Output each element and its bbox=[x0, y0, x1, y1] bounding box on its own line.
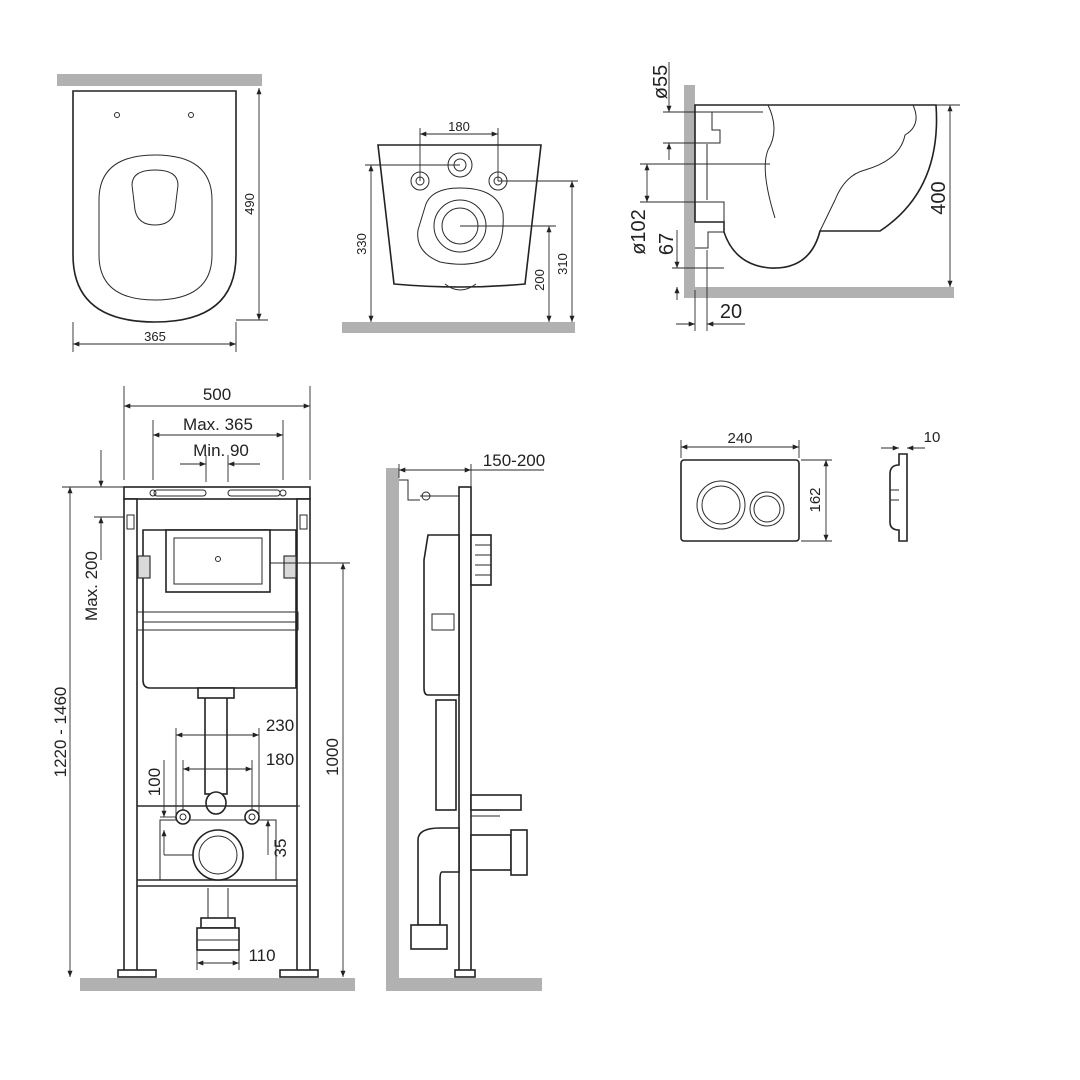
plate-thickness-label: 10 bbox=[924, 429, 941, 446]
frame-width-label: 500 bbox=[203, 385, 231, 404]
seat-hole-right bbox=[188, 112, 194, 118]
seat-hole-left bbox=[114, 112, 120, 118]
wall-hatch bbox=[386, 468, 399, 980]
bowl-outline bbox=[72, 90, 237, 323]
inner-contour-2 bbox=[819, 104, 917, 232]
height-label: 330 bbox=[354, 233, 369, 255]
outlet-diameter-label: ø102 bbox=[628, 209, 650, 255]
width-label: 365 bbox=[144, 329, 166, 344]
total-height-label: 1220 - 1460 bbox=[51, 687, 70, 778]
side-cistern bbox=[423, 534, 460, 696]
inner-contour-1 bbox=[764, 104, 776, 219]
wall-gap-label: 20 bbox=[720, 301, 742, 323]
left-foot bbox=[117, 969, 157, 978]
floor-hatch bbox=[342, 322, 575, 333]
right-upright bbox=[296, 498, 311, 975]
side-upright bbox=[458, 486, 472, 976]
inlet-height-label: 310 bbox=[555, 253, 570, 275]
min-bolt-spacing-label: Min. 90 bbox=[193, 441, 249, 460]
inner-bowl bbox=[131, 169, 179, 226]
outlet-height-label: 200 bbox=[532, 269, 547, 291]
frame-depth-label: 150-200 bbox=[483, 451, 545, 470]
outlet-offset-label: 67 bbox=[656, 233, 678, 255]
plate-width-label: 240 bbox=[727, 430, 752, 447]
wall-hatch bbox=[684, 85, 695, 298]
flush-button-large bbox=[696, 480, 746, 530]
floor-hatch bbox=[684, 287, 954, 298]
floor-hatch bbox=[386, 978, 542, 991]
mount-height-label: 1000 bbox=[323, 738, 342, 776]
max-bolt-spacing-label: Max. 365 bbox=[183, 415, 253, 434]
side-outlet-bend bbox=[417, 827, 460, 926]
plate-profile bbox=[889, 453, 908, 542]
plate-height-label: 162 bbox=[807, 487, 824, 512]
bowl-rear-view: 180 330 200 310 bbox=[342, 119, 578, 333]
bolt-right bbox=[244, 809, 260, 825]
top-rail bbox=[123, 486, 311, 500]
foot-width-label: 110 bbox=[248, 946, 275, 965]
outlet-offset-label: 35 bbox=[271, 839, 290, 858]
bowl-side-outline bbox=[694, 104, 938, 269]
bolt-height-label: 100 bbox=[145, 768, 164, 796]
downpipe bbox=[204, 693, 228, 795]
rear-foot bbox=[444, 283, 477, 291]
flush-button-small bbox=[749, 491, 785, 527]
seat-opening bbox=[98, 154, 213, 301]
bolt-outer-label: 230 bbox=[266, 716, 294, 735]
inlet-diameter-label: ø55 bbox=[650, 65, 672, 99]
side-downpipe bbox=[435, 699, 457, 811]
bolt-spacing-label: 180 bbox=[448, 119, 470, 134]
frame-side-view: 150-200 bbox=[386, 451, 545, 991]
depth-label: 490 bbox=[242, 193, 257, 215]
bowl-height-label: 400 bbox=[928, 181, 950, 214]
floor-hatch bbox=[80, 978, 355, 991]
bolt-left bbox=[175, 809, 191, 825]
bowl-top-view: 365 490 bbox=[57, 74, 268, 352]
frame-front-view: 500 Max. 365 Min. 90 Max. 200 1220 - 146… bbox=[51, 385, 355, 991]
flush-plate: 240 162 10 bbox=[680, 429, 941, 542]
max-adjust-label: Max. 200 bbox=[82, 551, 101, 621]
right-foot bbox=[279, 969, 319, 978]
outlet-front bbox=[192, 829, 244, 881]
rear-outline bbox=[377, 144, 542, 288]
left-upright bbox=[123, 498, 138, 975]
wall-hatch bbox=[57, 74, 262, 86]
bowl-side-view: ø55 ø102 67 20 400 bbox=[628, 62, 960, 331]
rear-recess bbox=[417, 187, 504, 265]
bolt-inner-label: 180 bbox=[266, 750, 294, 769]
